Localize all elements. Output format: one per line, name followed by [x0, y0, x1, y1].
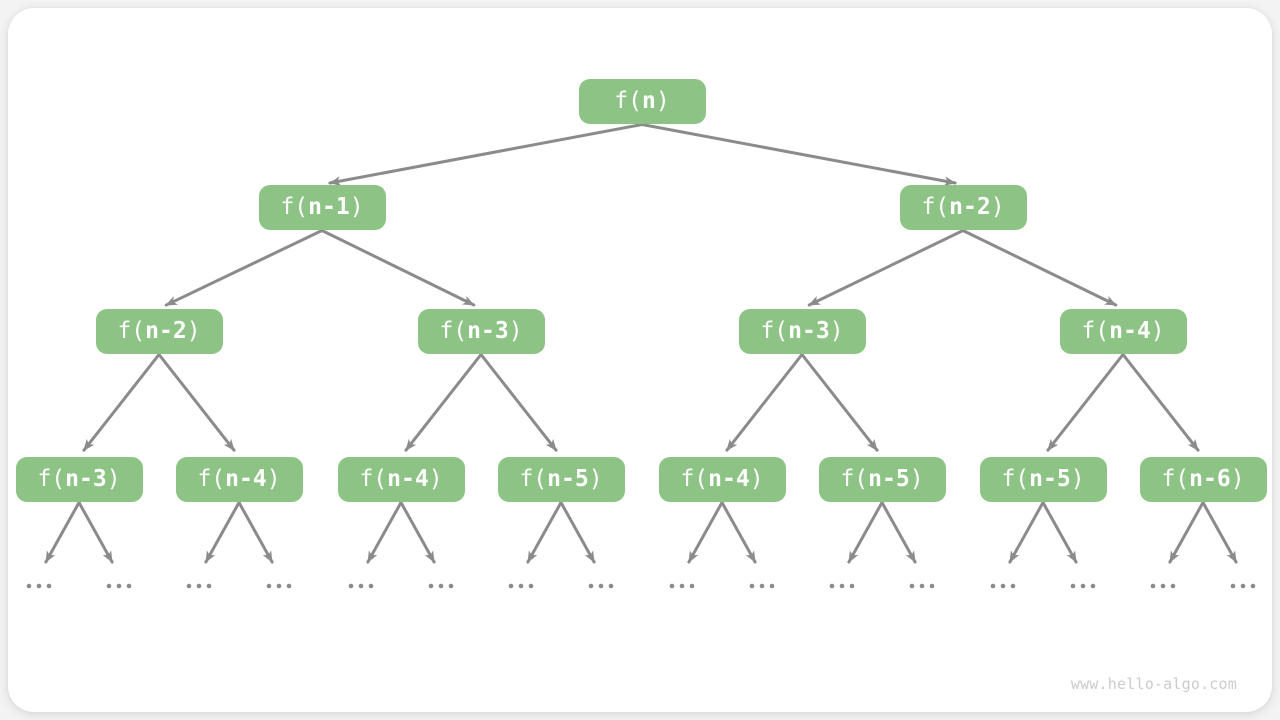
- node-label-prefix: f(: [921, 193, 950, 220]
- tree-node: f(n-2): [899, 184, 1027, 230]
- node-label-argument: n-2: [949, 193, 991, 220]
- node-label-argument: n-4: [1109, 317, 1151, 344]
- node-label-prefix: f(: [37, 465, 66, 492]
- node-label-argument: n-4: [708, 465, 750, 492]
- node-label-prefix: f(: [680, 465, 709, 492]
- tree-node: f(n): [578, 78, 706, 124]
- node-label-suffix: ): [1150, 317, 1165, 344]
- tree-node: f(n-3): [15, 456, 143, 502]
- node-label-argument: n-5: [547, 465, 589, 492]
- node-label-argument: n-3: [788, 317, 830, 344]
- tree-node: f(n-4): [1059, 308, 1187, 354]
- node-label-suffix: ): [588, 465, 603, 492]
- node-label-suffix: ): [186, 317, 201, 344]
- node-label-prefix: f(: [1081, 317, 1110, 344]
- node-label-prefix: f(: [1161, 465, 1190, 492]
- watermark: www.hello-algo.com: [1070, 675, 1237, 693]
- tree-node: f(n-5): [497, 456, 625, 502]
- tree-node: f(n-5): [818, 456, 946, 502]
- node-label-prefix: f(: [439, 317, 468, 344]
- tree-node: f(n-2): [95, 308, 223, 354]
- node-label-argument: n: [641, 87, 656, 114]
- node-label-argument: n-3: [65, 465, 107, 492]
- node-label-argument: n-5: [1029, 465, 1071, 492]
- node-label-argument: n-4: [225, 465, 267, 492]
- node-label-suffix: ): [349, 193, 364, 220]
- node-label-argument: n-5: [868, 465, 910, 492]
- node-label-prefix: f(: [197, 465, 226, 492]
- tree-node: f(n-5): [979, 456, 1107, 502]
- tree-node: f(n-6): [1139, 456, 1267, 502]
- node-label-prefix: f(: [280, 193, 309, 220]
- node-label-argument: n-6: [1189, 465, 1231, 492]
- node-label-argument: n-3: [467, 317, 509, 344]
- node-label-suffix: ): [829, 317, 844, 344]
- node-label-prefix: f(: [1001, 465, 1030, 492]
- node-label-prefix: f(: [519, 465, 548, 492]
- node-label-suffix: ): [106, 465, 121, 492]
- tree-node: f(n-3): [417, 308, 545, 354]
- tree-node: f(n-4): [658, 456, 786, 502]
- node-label-argument: n-2: [145, 317, 187, 344]
- node-label-prefix: f(: [359, 465, 388, 492]
- node-label-prefix: f(: [117, 317, 146, 344]
- node-label-prefix: f(: [840, 465, 869, 492]
- tree-node: f(n-4): [175, 456, 303, 502]
- tree-node: f(n-3): [738, 308, 866, 354]
- tree-node: f(n-4): [337, 456, 465, 502]
- node-label-suffix: ): [749, 465, 764, 492]
- node-label-prefix: f(: [760, 317, 789, 344]
- node-label-suffix: ): [266, 465, 281, 492]
- node-label-prefix: f(: [614, 87, 642, 114]
- node-label-argument: n-1: [308, 193, 350, 220]
- node-label-suffix: ): [428, 465, 443, 492]
- node-label-suffix: ): [1230, 465, 1245, 492]
- node-label-suffix: ): [655, 87, 670, 114]
- tree-node: f(n-1): [258, 184, 386, 230]
- node-label-suffix: ): [990, 193, 1005, 220]
- node-label-argument: n-4: [387, 465, 429, 492]
- node-label-suffix: ): [909, 465, 924, 492]
- node-label-suffix: ): [1070, 465, 1085, 492]
- node-label-suffix: ): [508, 317, 523, 344]
